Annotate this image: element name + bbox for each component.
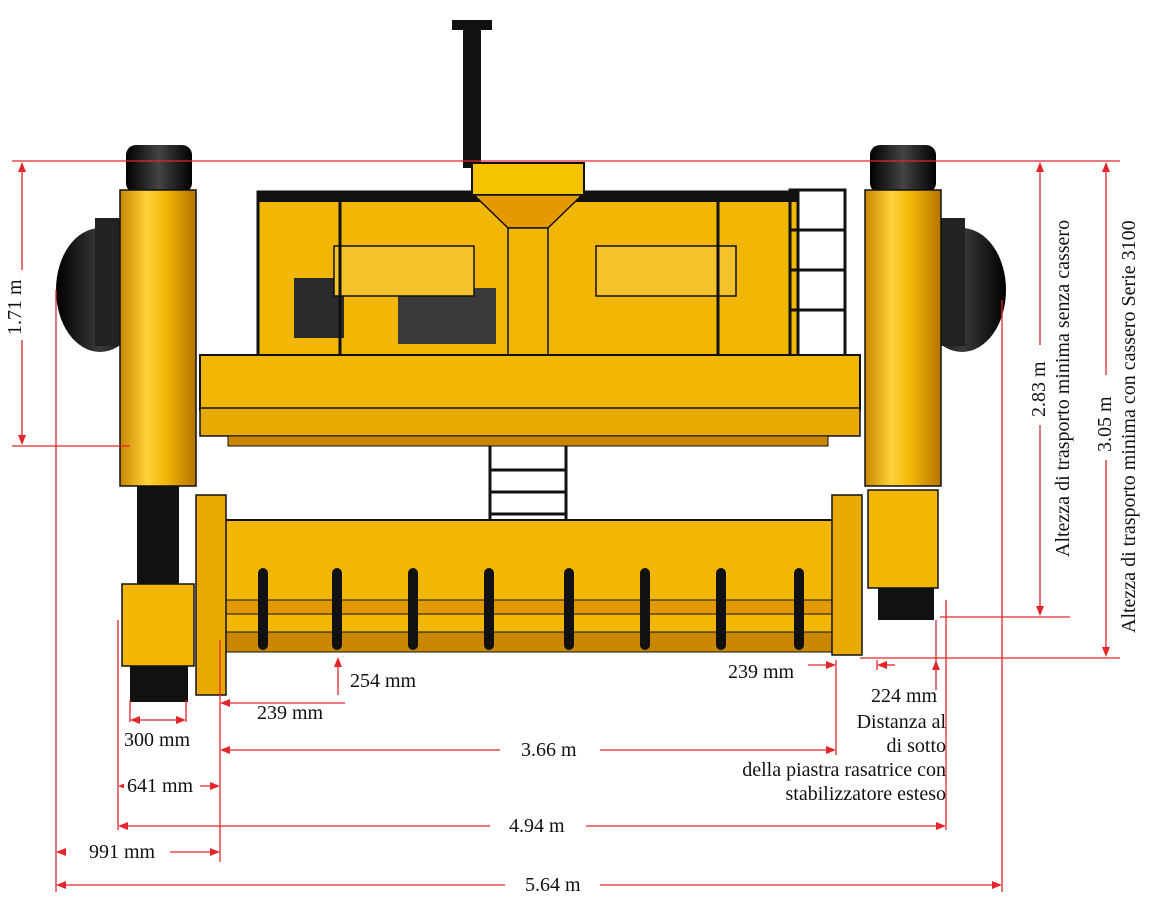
dim-224-mm: 224 mm (871, 685, 938, 707)
dimension-lines (12, 160, 1120, 892)
dim-641-mm: 641 mm (124, 775, 197, 797)
note-line-1: Distanza al (856, 711, 946, 733)
main-frame (199, 354, 861, 447)
note-line-2: di sotto (886, 735, 946, 757)
dim-2-83-m: 2.83 m (1028, 358, 1050, 420)
left-leg (119, 145, 227, 702)
note-distanza-piastra: Distanza al di sotto della piastra rasat… (700, 710, 946, 806)
note-line-4: stabilizzatore esteso (785, 783, 947, 805)
exhaust-stack (452, 20, 492, 168)
dim-991-mm: 991 mm (86, 841, 159, 863)
dim-239-mm-right: 239 mm (728, 661, 795, 683)
dim-300-mm: 300 mm (124, 729, 191, 751)
right-leg (831, 145, 942, 656)
note-line-3: della piastra rasatrice con (742, 759, 946, 781)
dim-1-71-m: 1.71 m (4, 276, 26, 338)
auger-assembly (221, 519, 843, 653)
dim-239-mm-left: 239 mm (257, 702, 324, 724)
ladder (488, 446, 568, 520)
dim-5-64-m: 5.64 m (522, 874, 584, 896)
dim-3-66-m: 3.66 m (518, 739, 580, 761)
label-altezza-senza-cassero: Altezza di trasporto minima senza casser… (1052, 219, 1074, 557)
auger-blades (258, 568, 804, 650)
label-altezza-con-cassero: Altezza di trasporto minima con cassero … (1118, 220, 1140, 633)
dim-254-mm: 254 mm (350, 670, 417, 692)
dim-4-94-m: 4.94 m (506, 815, 568, 837)
dim-3-05-m: 3.05 m (1094, 393, 1116, 455)
